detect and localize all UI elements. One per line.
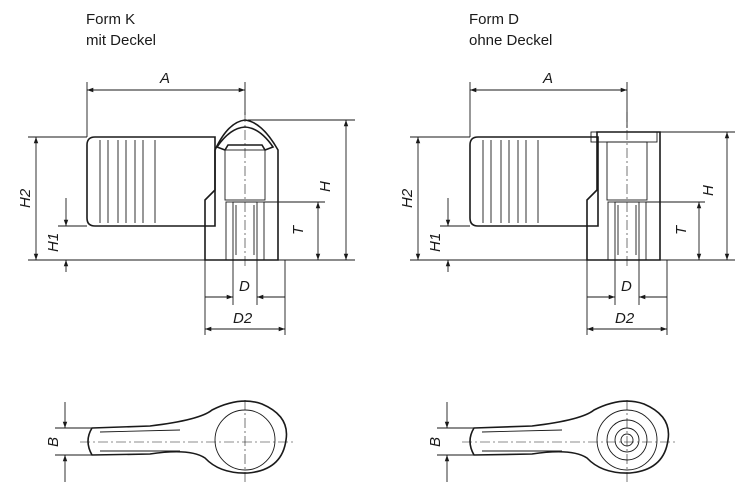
form-k-dimensions: A H T H2 H1 D D2 [17, 70, 355, 335]
form-k-subtitle: mit Deckel [86, 32, 157, 49]
form-d-top-view: B [427, 400, 677, 482]
dim-t-label-d: T [673, 224, 690, 235]
dim-d2-label-d: D2 [615, 310, 635, 327]
dim-a-label: A [159, 70, 170, 87]
dim-t-label: T [290, 224, 307, 235]
dim-b-label-d: B [427, 437, 444, 447]
form-k-top-view: B [45, 400, 295, 482]
form-d-subtitle: ohne Deckel [469, 32, 553, 49]
form-k-caption: Form K mit Deckel [86, 9, 156, 51]
form-k-title: Form K [86, 11, 136, 28]
form-d-caption: Form D ohne Deckel [469, 9, 552, 51]
form-k-side-view [86, 112, 279, 268]
dim-h1-label: H1 [45, 233, 62, 252]
dim-h-label: H [317, 181, 334, 192]
dim-h2-label-d: H2 [399, 188, 416, 208]
dim-h2-label: H2 [17, 188, 34, 208]
form-d-dimensions: A H T H2 H1 D D2 [399, 70, 735, 335]
dim-h1-label-d: H1 [427, 233, 444, 252]
form-d-title: Form D [469, 11, 519, 28]
dim-b-label: B [45, 437, 62, 447]
dim-d-label-d: D [621, 278, 632, 295]
dim-d2-label: D2 [233, 310, 253, 327]
form-d-side-view [469, 112, 661, 268]
dim-a-label-d: A [542, 70, 553, 87]
dim-h-label-d: H [700, 185, 717, 196]
dim-d-label: D [239, 278, 250, 295]
